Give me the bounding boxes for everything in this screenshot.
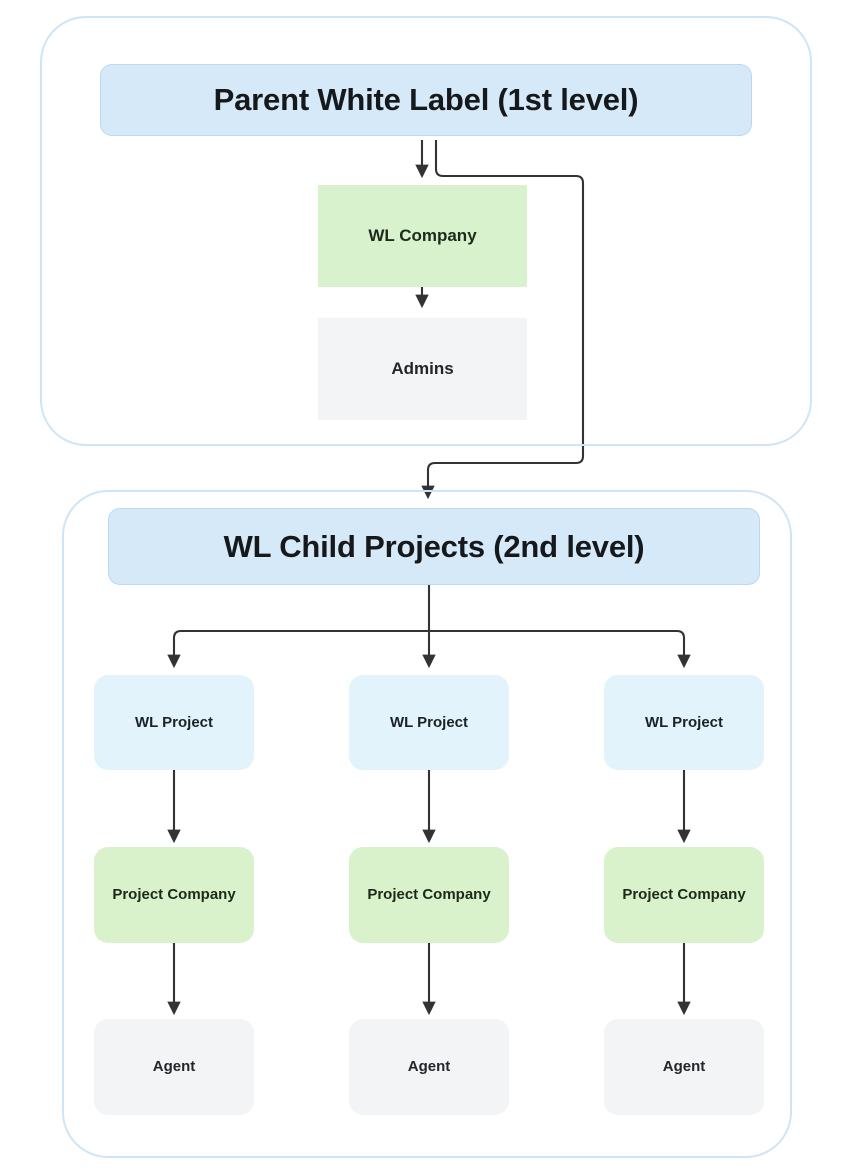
header-parent-white-label[interactable]: Parent White Label (1st level) (100, 64, 752, 136)
group-container-level-1 (40, 16, 812, 446)
node-agent-3-label: Agent (662, 1058, 706, 1075)
node-admins-label: Admins (391, 358, 454, 378)
header-wl-child-projects[interactable]: WL Child Projects (2nd level) (108, 508, 760, 585)
node-project-company-3[interactable]: Project Company (604, 847, 764, 943)
node-wl-company-label: WL Company (368, 225, 477, 245)
node-wl-project-3-label: WL Project (644, 713, 724, 731)
node-wl-project-1-label: WL Project (134, 713, 214, 731)
group-container-level-2 (62, 490, 792, 1158)
node-admins[interactable]: Admins (318, 318, 527, 420)
node-wl-project-1[interactable]: WL Project (94, 675, 254, 770)
node-wl-company[interactable]: WL Company (318, 185, 527, 287)
node-wl-project-3[interactable]: WL Project (604, 675, 764, 770)
header-wl-child-projects-label: WL Child Projects (2nd level) (223, 528, 645, 564)
header-parent-white-label-label: Parent White Label (1st level) (213, 82, 639, 118)
node-wl-project-2[interactable]: WL Project (349, 675, 509, 770)
node-agent-2[interactable]: Agent (349, 1019, 509, 1115)
node-wl-project-2-label: WL Project (389, 713, 469, 731)
node-project-company-2-label: Project Company (367, 886, 491, 903)
node-agent-1[interactable]: Agent (94, 1019, 254, 1115)
node-project-company-1-label: Project Company (112, 886, 236, 903)
node-agent-2-label: Agent (407, 1058, 451, 1075)
node-project-company-3-label: Project Company (622, 886, 746, 903)
node-project-company-1[interactable]: Project Company (94, 847, 254, 943)
node-agent-1-label: Agent (152, 1058, 196, 1075)
node-agent-3[interactable]: Agent (604, 1019, 764, 1115)
node-project-company-2[interactable]: Project Company (349, 847, 509, 943)
